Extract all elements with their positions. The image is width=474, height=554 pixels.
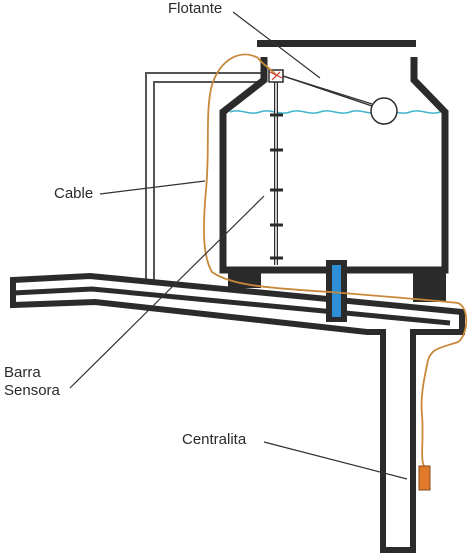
label-barra-sensora: Barra Sensora (4, 364, 60, 400)
leader-centralita (263, 441, 408, 480)
water-surface (229, 110, 441, 114)
label-barra-line1: Barra (4, 364, 41, 381)
sensor-insert (332, 265, 341, 317)
cable-red-tip (269, 71, 283, 81)
control-unit (418, 465, 431, 491)
label-barra-line2: Sensora (4, 382, 60, 399)
tank-foot-left (228, 270, 261, 288)
label-flotante: Flotante (168, 0, 223, 17)
leader-barra (69, 195, 265, 389)
leader-flotante-float (282, 75, 373, 105)
support-frame (145, 72, 265, 282)
leader-flotante (232, 11, 321, 79)
tank-body (219, 57, 449, 274)
cable-line (203, 53, 468, 467)
leader-cable (99, 180, 206, 195)
sensor-bar (268, 69, 284, 265)
float-assembly (282, 75, 398, 125)
leader-lines (69, 11, 408, 480)
label-cable: Cable (54, 185, 94, 202)
tank-lid (257, 40, 416, 47)
slab-pipe (10, 272, 465, 553)
float-ball (370, 97, 398, 125)
tank-foot-right (413, 270, 446, 302)
label-centralita: Centralita (182, 431, 247, 448)
